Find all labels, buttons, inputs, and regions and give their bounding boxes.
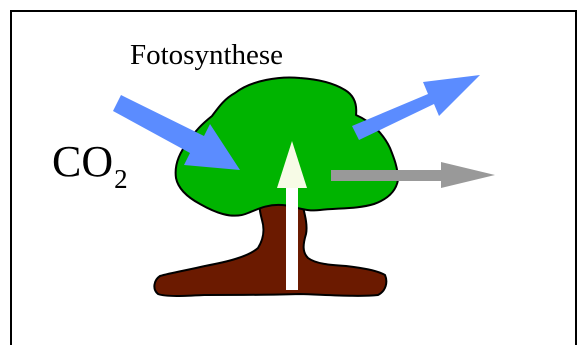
co2-main: CO <box>52 137 114 186</box>
gray-arrow-icon <box>331 162 495 188</box>
white-arrow-head <box>277 141 307 188</box>
blue-arrow-icon <box>113 95 240 170</box>
co2-label: CO2 <box>52 137 128 195</box>
tree-canopy <box>174 76 399 217</box>
co2-subscript: 2 <box>114 164 128 194</box>
tree-icon <box>153 76 399 297</box>
tree-trunk <box>153 199 388 297</box>
diagram-title: Fotosynthese <box>130 39 284 71</box>
white-arrow-icon <box>277 141 307 290</box>
blue-arrow-icon <box>352 75 480 140</box>
white-arrow-shaft <box>286 186 298 290</box>
